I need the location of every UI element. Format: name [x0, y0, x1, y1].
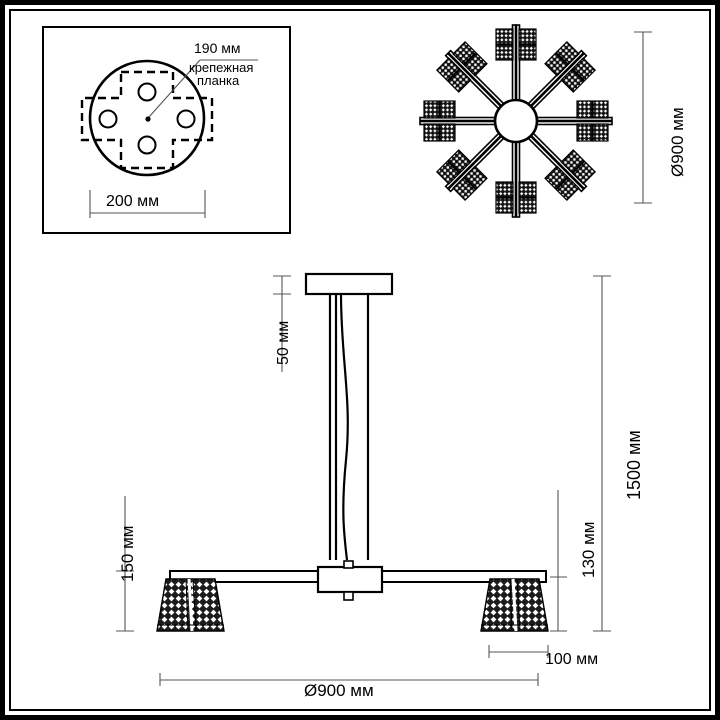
junction-bottom-nub	[343, 591, 354, 601]
center-junction-box	[316, 565, 384, 594]
mounting-hole-right	[176, 109, 196, 129]
shade-left	[156, 578, 225, 632]
sheet-inner-border	[9, 9, 711, 711]
arm-sw	[435, 117, 520, 202]
top-view-star	[419, 24, 652, 218]
shade-right-seam-a	[509, 578, 513, 632]
label-190mm: 190 мм	[194, 40, 241, 56]
side-view-elevation	[116, 272, 611, 686]
arm-w	[419, 100, 517, 142]
junction-top-nub	[343, 560, 354, 569]
mounting-hole-top	[137, 82, 157, 102]
label-bracket-note-line2: планка	[197, 73, 240, 88]
leader-line-190	[148, 59, 201, 118]
arm-nw	[435, 40, 520, 125]
shade-left-highlight	[187, 578, 194, 632]
shade-right	[480, 578, 549, 632]
label-topview-d900: Ø900 мм	[668, 107, 687, 177]
label-200mm: 200 мм	[106, 193, 160, 210]
mounting-hole-bottom	[137, 135, 157, 155]
label-1500mm: 1500 мм	[624, 430, 644, 500]
mounting-hole-left	[98, 109, 118, 129]
plate-center-point	[145, 116, 151, 122]
label-overall-d900: Ø900 мм	[304, 681, 374, 700]
label-50mm: 50 мм	[275, 320, 292, 365]
label-130mm: 130 мм	[579, 521, 598, 578]
shade-right-seam-b	[516, 578, 521, 632]
arm-ne	[512, 40, 597, 125]
top-view-center-hub	[493, 98, 539, 144]
shade-left-seam-b	[192, 578, 197, 632]
shade-left-seam-a	[185, 578, 189, 632]
arm-e	[515, 100, 613, 142]
mounting-bracket-outline	[80, 70, 214, 170]
label-100mm: 100 мм	[545, 651, 599, 668]
power-cable	[339, 293, 349, 561]
top-view-arms	[419, 24, 613, 218]
arm-s	[495, 120, 537, 218]
arm-se	[512, 117, 597, 202]
label-bracket-note-line1: крепежная	[189, 60, 254, 75]
canopy-plate	[304, 272, 394, 296]
arm-n	[495, 24, 537, 122]
shade-right-highlight	[511, 578, 518, 632]
label-150mm: 150 мм	[118, 525, 137, 582]
inset-mounting-plate-view	[42, 26, 291, 234]
